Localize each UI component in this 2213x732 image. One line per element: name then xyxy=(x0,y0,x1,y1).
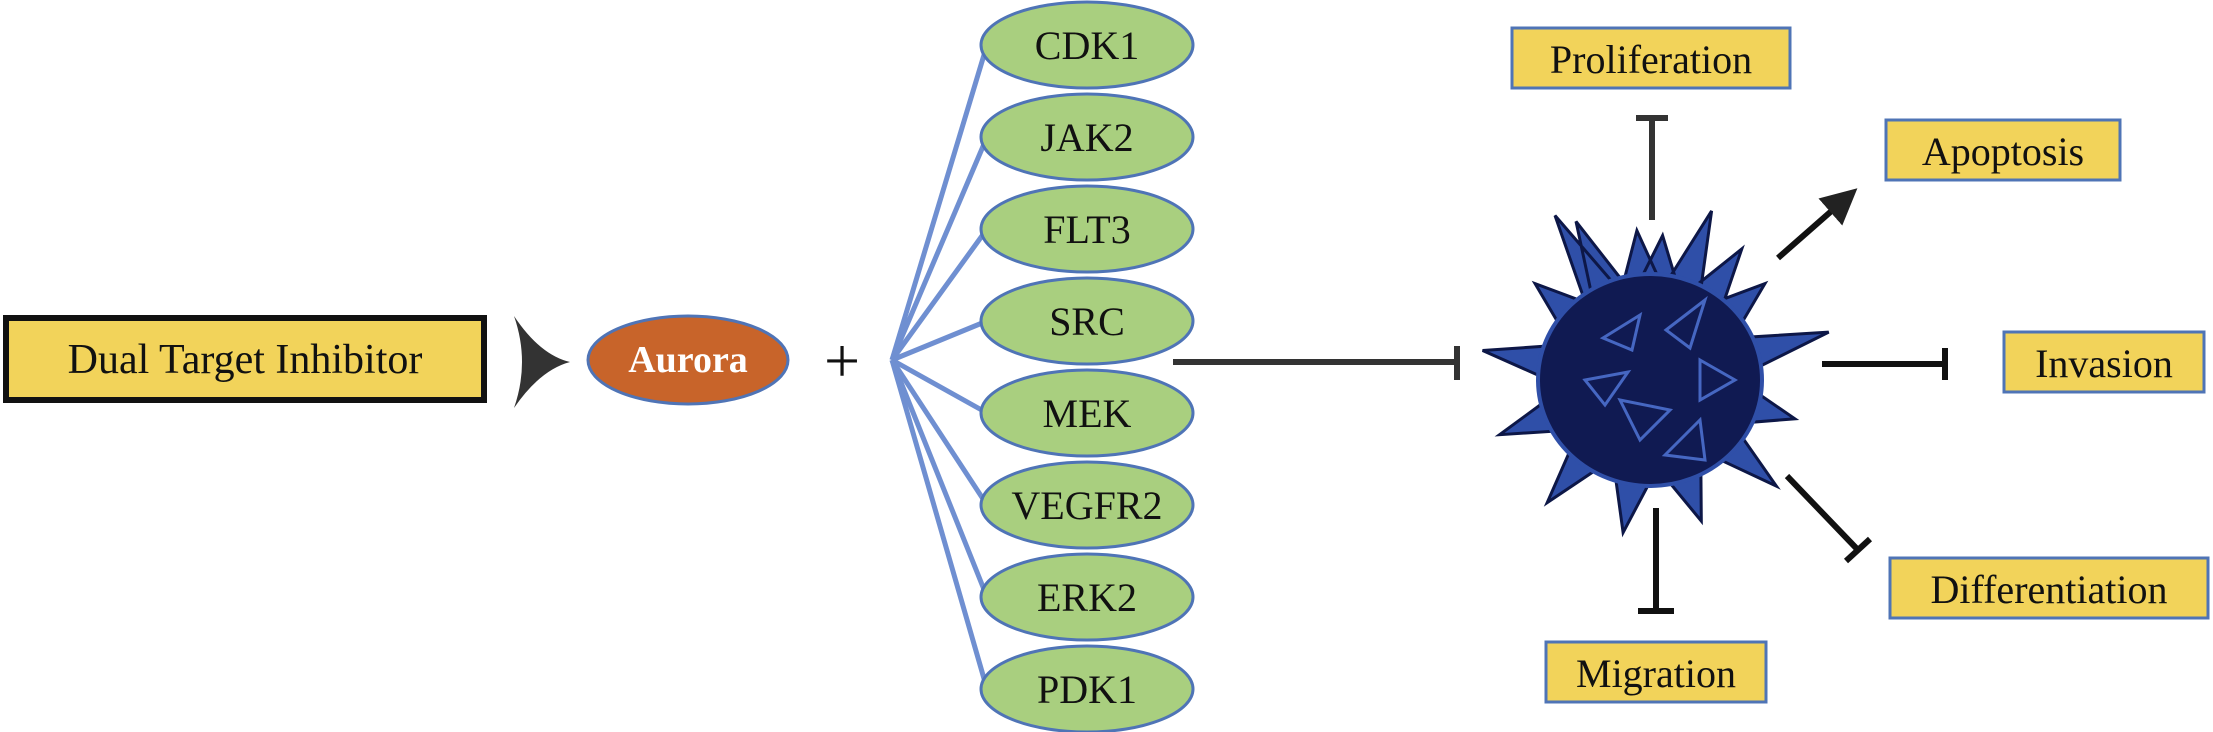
plus-sign: + xyxy=(824,325,860,396)
kinase-connectors xyxy=(889,44,990,690)
kinase-connector xyxy=(889,359,990,598)
kinase-node-src: SRC xyxy=(979,276,1195,366)
kinase-label: PDK1 xyxy=(1037,667,1137,712)
kinase-node-pdk1: PDK1 xyxy=(979,644,1195,732)
outcome-migration-label: Migration xyxy=(1576,651,1736,696)
dual-target-inhibitor-label: Dual Target Inhibitor xyxy=(68,337,423,383)
outcome-invasion: Invasion xyxy=(2002,330,2206,394)
differentiation-inhibition-line xyxy=(1784,473,1873,564)
kinase-to-cell-inhibition xyxy=(1173,346,1460,380)
outcome-apoptosis: Apoptosis xyxy=(1884,118,2122,182)
kinase-connector xyxy=(890,357,989,416)
proliferation-inhibition-line xyxy=(1636,115,1668,220)
kinase-label: FLT3 xyxy=(1043,207,1130,252)
outcome-proliferation-label: Proliferation xyxy=(1550,37,1752,82)
kinase-label: ERK2 xyxy=(1037,575,1137,620)
kinase-node-vegfr2: VEGFR2 xyxy=(979,460,1195,550)
outcome-differentiation: Differentiation xyxy=(1888,556,2210,620)
kinase-connector xyxy=(889,227,990,362)
kinase-connector xyxy=(889,359,990,690)
kinase-label: MEK xyxy=(1043,391,1132,436)
dual-target-arrowhead-icon xyxy=(514,316,570,408)
kinase-connector xyxy=(891,318,988,363)
kinase-node-flt3: FLT3 xyxy=(979,184,1195,274)
kinase-node-mek: MEK xyxy=(979,368,1195,458)
kinase-label: VEGFR2 xyxy=(1011,483,1162,528)
cancer-cell-icon xyxy=(1481,210,1830,538)
invasion-inhibition-line xyxy=(1822,348,1948,380)
kinase-label: SRC xyxy=(1049,299,1125,344)
outcome-invasion-label: Invasion xyxy=(2035,341,2173,386)
aurora-node: Aurora xyxy=(586,314,790,406)
kinase-label: JAK2 xyxy=(1040,115,1133,160)
apoptosis-activation-arrow xyxy=(1776,188,1858,261)
kinase-node-cdk1: CDK1 xyxy=(979,0,1195,90)
migration-inhibition-line xyxy=(1638,508,1674,614)
outcome-differentiation-label: Differentiation xyxy=(1931,567,2168,612)
kinase-connector xyxy=(889,44,990,361)
dual-target-inhibitor-box: Dual Target Inhibitor xyxy=(3,315,487,403)
outcome-migration: Migration xyxy=(1544,640,1768,704)
kinase-node-erk2: ERK2 xyxy=(979,552,1195,642)
kinase-node-jak2: JAK2 xyxy=(979,92,1195,182)
kinase-label: CDK1 xyxy=(1035,23,1139,68)
outcome-proliferation: Proliferation xyxy=(1510,26,1792,90)
outcome-apoptosis-label: Apoptosis xyxy=(1922,129,2084,174)
aurora-label: Aurora xyxy=(628,339,748,381)
kinase-connector xyxy=(889,358,990,507)
kinase-connector xyxy=(889,136,990,361)
